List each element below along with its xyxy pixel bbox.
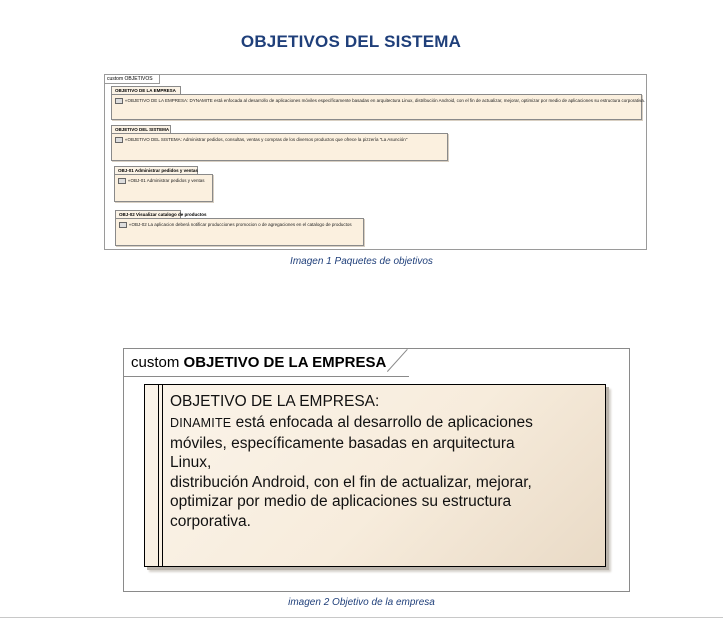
package-body: «OBJETIVO DEL SISTEMA: Administrar pedid… (111, 133, 448, 161)
objectives-package-diagram: custom OBJETIVOS OBJETIVO DE LA EMPRESA … (104, 74, 647, 250)
figure-caption: imagen 2 Objetivo de la empresa (288, 597, 435, 608)
requirement-icon (115, 137, 123, 143)
requirement-icon (118, 178, 126, 184)
requirement-icon (119, 222, 127, 228)
package-body: «OBJ-02 La aplicacion deberá notificar p… (115, 218, 364, 246)
company-name: DINAMITE (170, 416, 232, 430)
package-tab: OBJ-01 Administrar pedidos y ventas (114, 166, 198, 174)
diagram-frame-label: custom OBJETIVOS (105, 75, 160, 84)
requirement-line: corporativa. (170, 512, 251, 530)
package-body: «OBJETIVO DE LA EMPRESA: DYNAMITE está e… (111, 94, 646, 120)
frame-name: OBJETIVO DE LA EMPRESA (183, 354, 387, 371)
package-content: «OBJ-01 Administrar pedidos y ventas (128, 178, 205, 184)
figure-caption: Imagen 1 Paquetes de objetivos (290, 256, 433, 267)
package-body: «OBJ-01 Administrar pedidos y ventas (114, 174, 213, 202)
requirement-bar (162, 385, 163, 566)
package-content: «OBJETIVO DEL SISTEMA: Administrar pedid… (125, 137, 408, 143)
package-tab: OBJETIVO DE LA EMPRESA (111, 86, 181, 94)
requirement-line: optimizar por medio de aplicaciones su e… (170, 493, 512, 511)
requirement-text: DINAMITE está enfocada al desarrollo de … (170, 413, 540, 532)
requirement-element: OBJETIVO DE LA EMPRESA: DINAMITE está en… (144, 384, 606, 567)
requirement-bar (158, 385, 159, 566)
package-tab: OBJETIVO DEL SISTEMA (111, 125, 171, 133)
frame-keyword: custom (131, 354, 180, 371)
package-tab: OBJ-02 Visualizar catalogo de productos (115, 210, 206, 218)
requirement-line: distribución Android, con el fin de actu… (170, 473, 532, 491)
page-title: OBJETIVOS DEL SISTEMA (240, 32, 462, 51)
requirement-line: móviles, específicamente basadas en arqu… (170, 434, 515, 472)
package-content: «OBJ-02 La aplicacion deberá notificar p… (129, 222, 352, 228)
package-content: «OBJETIVO DE LA EMPRESA: DYNAMITE está e… (125, 98, 646, 104)
diagram-frame-label: custom OBJETIVO DE LA EMPRESA (124, 349, 400, 376)
requirement-icon (115, 98, 123, 104)
frame-divider (124, 376, 409, 377)
requirement-line: está enfocada al desarrollo de aplicacio… (231, 414, 533, 431)
requirement-title: OBJETIVO DE LA EMPRESA: (170, 393, 380, 410)
page-divider (0, 617, 723, 618)
